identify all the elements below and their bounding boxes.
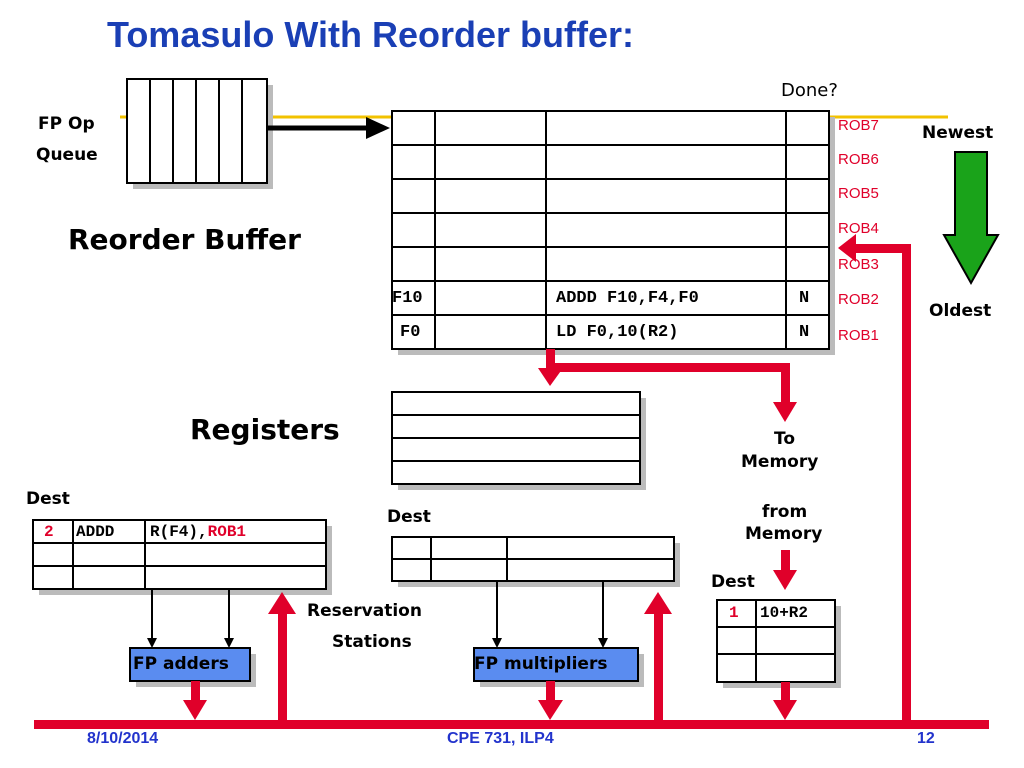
unit-to-cdb-arrows: [183, 681, 797, 720]
rob-tag-2: ROB2: [838, 291, 879, 308]
reservation-stations-label-line2: Stations: [332, 632, 412, 652]
rob-tag-3: ROB3: [838, 256, 879, 273]
dest-label-adders: Dest: [26, 489, 70, 509]
rob-commit-bus: [538, 349, 797, 422]
fp-op-queue-label-line2: Queue: [36, 145, 98, 165]
dest-label-multipliers: Dest: [387, 507, 431, 527]
reorder-buffer-table: [391, 110, 835, 355]
reorder-buffer-label: Reorder Buffer: [68, 223, 301, 256]
station-to-unit-arrows: [147, 581, 608, 648]
fp-op-queue: [126, 78, 273, 189]
memory-buffer-address: 10+R2: [760, 604, 809, 622]
cdb-to-rob-bus: [838, 234, 911, 724]
slide-title: Tomasulo With Reorder buffer:: [107, 14, 635, 55]
rob1-dest: F0: [400, 323, 421, 342]
oldest-label: Oldest: [929, 301, 992, 321]
reservation-stations-label-line1: Reservation: [307, 601, 422, 621]
newest-to-oldest-arrow: [942, 151, 1000, 286]
from-memory-label-line1: from: [762, 502, 808, 522]
fp-op-queue-label-line1: FP Op: [38, 114, 95, 134]
rob-tag-4: ROB4: [838, 220, 879, 237]
rob2-instruction: ADDD F10,F4,F0: [556, 289, 699, 308]
rob2-dest: F10: [392, 289, 423, 308]
adder-station-dest: 2: [44, 523, 54, 541]
rob1-done: N: [799, 323, 810, 342]
newest-label: Newest: [922, 123, 994, 143]
to-memory-label-line2: Memory: [741, 452, 819, 472]
queue-to-rob-arrow: [267, 117, 390, 139]
footer-course: CPE 731, ILP4: [447, 730, 554, 747]
fp-adders-unit: [129, 647, 256, 687]
from-memory-label-line2: Memory: [745, 524, 823, 544]
rob-tag-5: ROB5: [838, 185, 879, 202]
footer-date: 8/10/2014: [87, 730, 159, 747]
cdb-to-station-arrows: [268, 592, 672, 722]
memory-buffer-table: [716, 599, 841, 688]
adder-station-operand-prefix: R(F4),: [150, 523, 208, 541]
fp-multipliers-label: FP multipliers: [474, 654, 608, 674]
memory-buffer-dest: 1: [729, 604, 739, 622]
adder-reservation-table: [32, 519, 332, 595]
adder-station-operand-tag: ROB1: [207, 523, 247, 541]
rob-tag-7: ROB7: [838, 117, 879, 134]
registers-label: Registers: [190, 413, 340, 446]
fp-multipliers-unit: [473, 647, 644, 687]
to-memory-label-line1: To: [774, 429, 796, 449]
dest-label-memory: Dest: [711, 572, 755, 592]
rob2-done: N: [799, 289, 810, 308]
common-data-bus: [34, 720, 989, 729]
rob1-instruction: LD F0,10(R2): [556, 323, 679, 342]
from-memory-arrow: [773, 550, 797, 590]
rob-tag-1: ROB1: [838, 327, 879, 344]
done-label: Done?: [781, 80, 838, 101]
fp-adders-label: FP adders: [133, 654, 229, 674]
multiplier-reservation-table: [391, 536, 680, 587]
footer-page-number: 12: [917, 730, 935, 747]
adder-station-operands: R(F4),ROB1: [150, 523, 246, 541]
rob-tag-6: ROB6: [838, 151, 879, 168]
registers-table: [391, 391, 646, 490]
adder-station-op: ADDD: [76, 523, 115, 541]
